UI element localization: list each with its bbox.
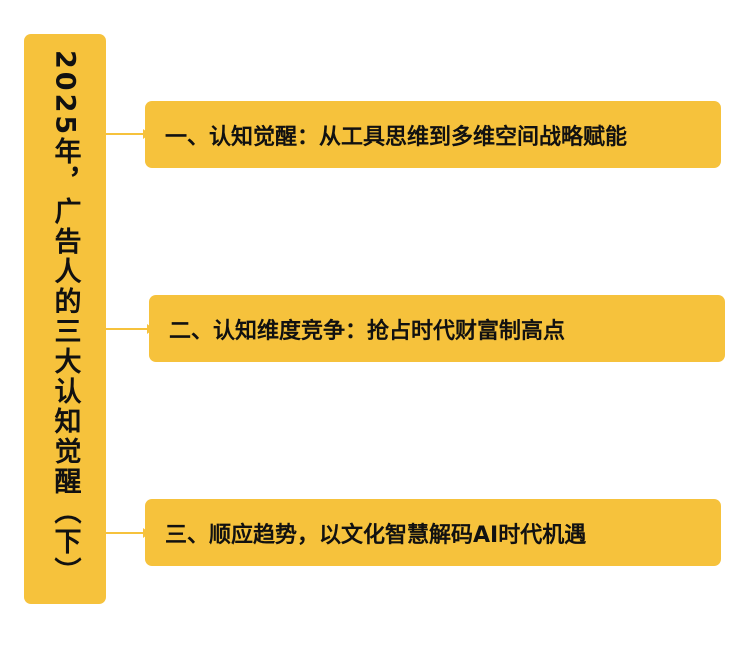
branch-node-2: 二、认知维度竞争：抢占时代财富制高点 [149, 295, 725, 362]
branch-label-1: 一、认知觉醒：从工具思维到多维空间战略赋能 [165, 124, 628, 150]
branch-label-3: 三、顺应趋势，以文化智慧解码AI时代机遇 [165, 522, 587, 548]
connector-3 [106, 528, 150, 538]
connector-2 [106, 324, 154, 334]
branch-label-2: 二、认知维度竞争：抢占时代财富制高点 [169, 318, 566, 344]
branch-node-1: 一、认知觉醒：从工具思维到多维空间战略赋能 [145, 101, 721, 168]
connector-1 [106, 129, 150, 139]
root-title: 2025年，广告人的三大认知觉醒（下） [49, 50, 81, 588]
root-node: 2025年，广告人的三大认知觉醒（下） [24, 34, 106, 604]
branch-node-3: 三、顺应趋势，以文化智慧解码AI时代机遇 [145, 499, 721, 566]
